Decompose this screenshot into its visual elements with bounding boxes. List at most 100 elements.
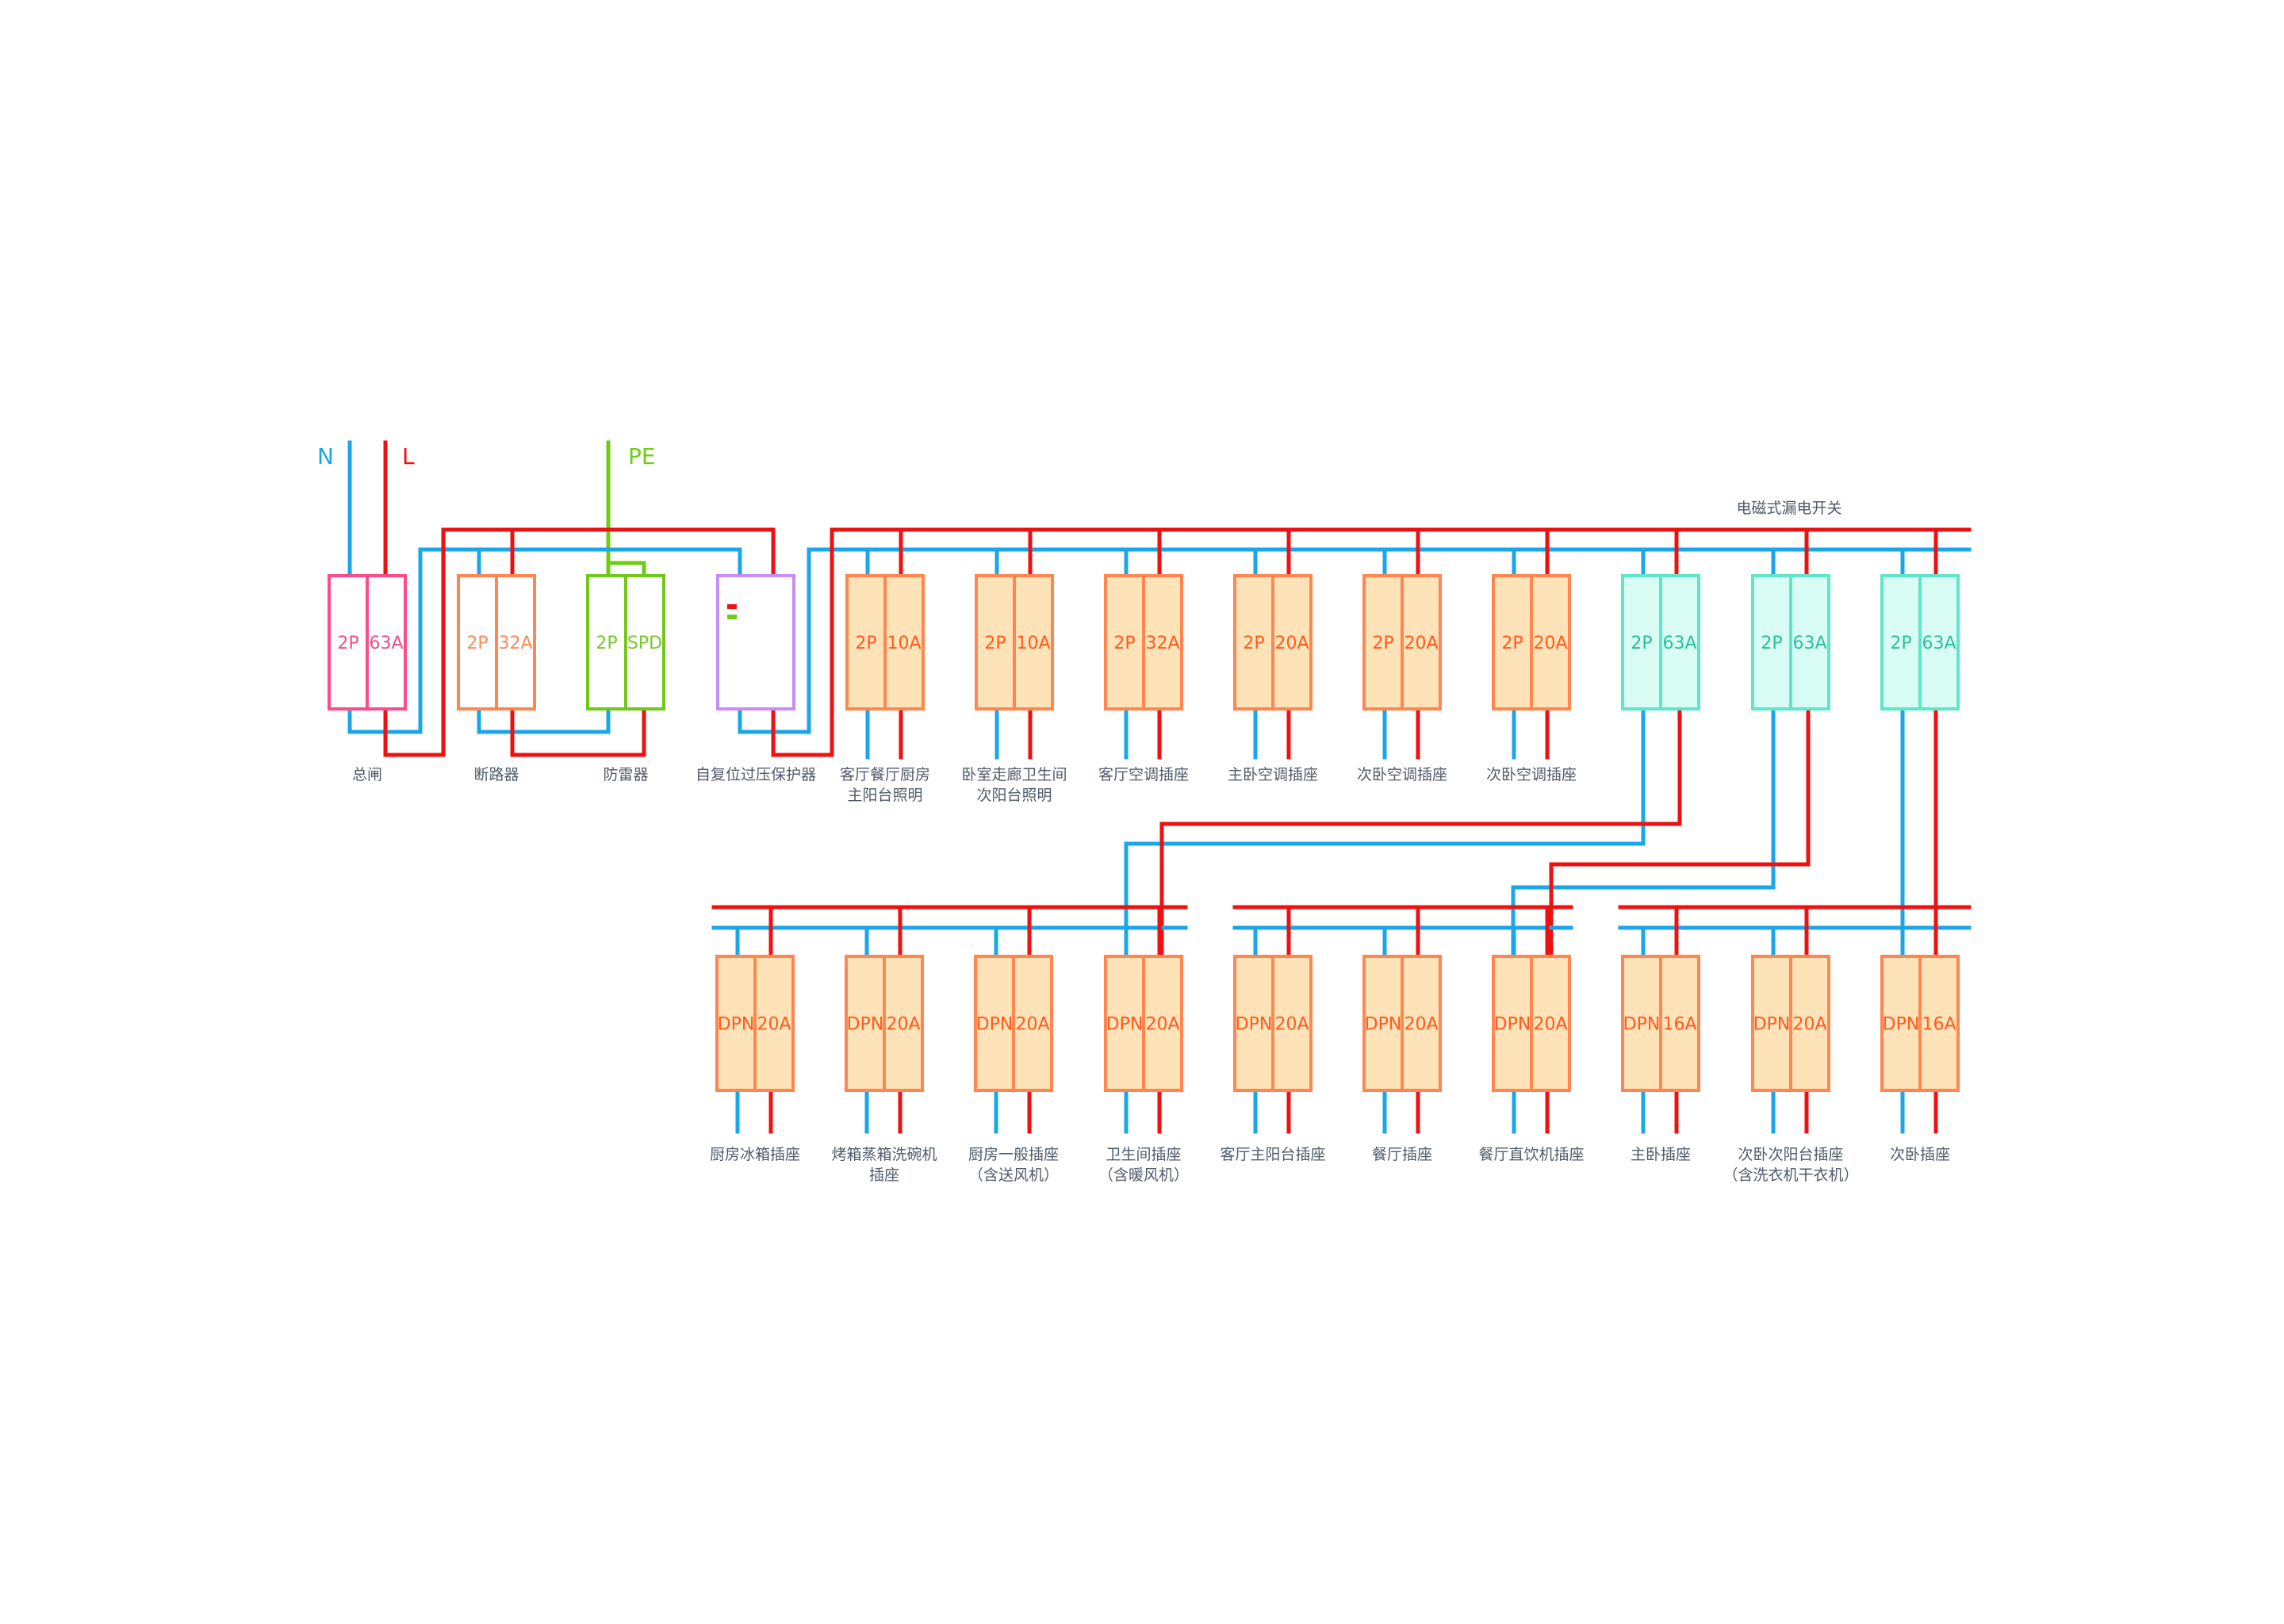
circuit-label: 客厅主阳台插座 [1220,1146,1325,1163]
current-rating: 20A [1792,1015,1826,1035]
circuit-label: 餐厅插座 [1372,1146,1432,1163]
circuit-label: （含暖风机） [1098,1166,1189,1184]
pole-spec: DPN [1494,1015,1531,1035]
pole-spec: 2P [1113,634,1135,653]
rcd-box: 2P 63A [1880,574,1960,710]
current-rating: 20A [1274,1015,1309,1035]
circuit-label: 主卧空调插座 [1228,766,1318,783]
neutral-bus [738,547,1972,734]
labels: N L PE 电磁式漏电开关 总闸断路器防雷器自复位过压保护器客厅餐厅厨房主阳台… [317,443,1950,1184]
circuit-label: 次卧空调插座 [1486,766,1577,783]
current-rating: 16A [1922,1015,1956,1035]
circuit-label: 次卧次阳台插座 [1738,1146,1843,1163]
current-rating: 20A [886,1015,920,1035]
circuit-label: （含送风机） [968,1166,1059,1184]
pole-spec: 2P [1631,634,1652,653]
current-rating: 63A [1922,634,1956,653]
pole-spec: 2P [984,634,1006,653]
current-rating: 20A [1274,634,1309,653]
pole-spec: DPN [1365,1015,1402,1035]
pole-spec: DPN [1236,1015,1273,1035]
current-rating: 10A [1016,634,1050,653]
circuit-label: 自复位过压保护器 [696,766,816,783]
pole-spec: 2P [1372,634,1393,653]
main_switch-box: 2P 63A [328,574,407,710]
branch-box: 2P 10A [975,574,1054,710]
main-neutral-loop [347,547,742,734]
breaker-spd-neutral [477,707,611,734]
circuit-label: 厨房冰箱插座 [710,1146,800,1163]
current-rating: 20A [1404,634,1438,653]
circuit-label: 餐厅直饮机插座 [1478,1146,1584,1163]
circuit-label: 总闸 [352,766,382,783]
rcd-box: 2P 63A [1751,574,1830,710]
circuit-label: 次阳台照明 [976,787,1052,804]
protector-box [716,574,795,710]
pole-spec: 2P [1890,634,1911,653]
rcd1-live-feed [1159,707,1682,959]
current-rating: 20A [1404,1015,1438,1035]
earth-jumper-wire [606,561,646,578]
circuit-label: 厨房一般插座 [968,1146,1059,1163]
current-rating: 20A [1533,1015,1567,1035]
current-rating: 32A [1145,634,1179,653]
pole-spec: 2P [1761,634,1782,653]
pole-spec: 2P [855,634,876,653]
protector-box-body [716,574,795,710]
circuit-label: 主卧插座 [1631,1146,1691,1163]
circuit-label: 次卧空调插座 [1357,766,1447,783]
current-rating: 63A [1792,634,1826,653]
rcd-group-label: 电磁式漏电开关 [1736,500,1841,517]
pole-spec: 2P [466,634,488,653]
wires [347,440,1972,1134]
current-rating: 63A [1662,634,1696,653]
current-rating: SPD [627,634,662,653]
earth-label: PE [628,443,656,469]
breaker-box: 2P 32A [457,574,536,710]
pole-spec: 2P [337,634,358,653]
circuit-label: 断路器 [473,766,519,783]
branch-box: 2P 20A [1233,574,1313,710]
circuit-label: （含洗衣机干衣机） [1723,1166,1858,1184]
current-rating: 10A [887,634,921,653]
current-rating: 20A [1015,1015,1049,1035]
rcd2-live-feed [1549,707,1811,959]
main-live-loop [383,527,776,757]
circuit-label: 客厅餐厅厨房 [840,766,930,783]
live-label: L [402,443,415,469]
current-rating: 20A [1145,1015,1179,1035]
pole-spec: DPN [1106,1015,1144,1035]
pole-spec: 2P [1243,634,1264,653]
current-rating: 63A [369,634,403,653]
circuit-label: 插座 [869,1166,899,1184]
circuit-label: 烤箱蒸箱洗碗机 [831,1146,937,1163]
pole-spec: DPN [1753,1015,1791,1035]
circuit-label: 客厅空调插座 [1098,766,1189,783]
current-rating: 20A [757,1015,791,1035]
red-indicator-icon [727,604,737,609]
rcd1-neutral-feed [1124,707,1646,959]
neutral-label: N [317,443,334,469]
pole-spec: DPN [847,1015,884,1035]
circuit-label: 卫生间插座 [1106,1146,1181,1163]
live-bus [771,527,1972,757]
circuit-label: 次卧插座 [1890,1146,1950,1163]
current-rating: 20A [1533,634,1567,653]
breaker-spd-live [510,707,646,757]
branch-box: 2P 10A [845,574,925,710]
green-indicator-icon [727,615,737,619]
pole-spec: DPN [718,1015,755,1035]
current-rating: 32A [498,634,532,653]
